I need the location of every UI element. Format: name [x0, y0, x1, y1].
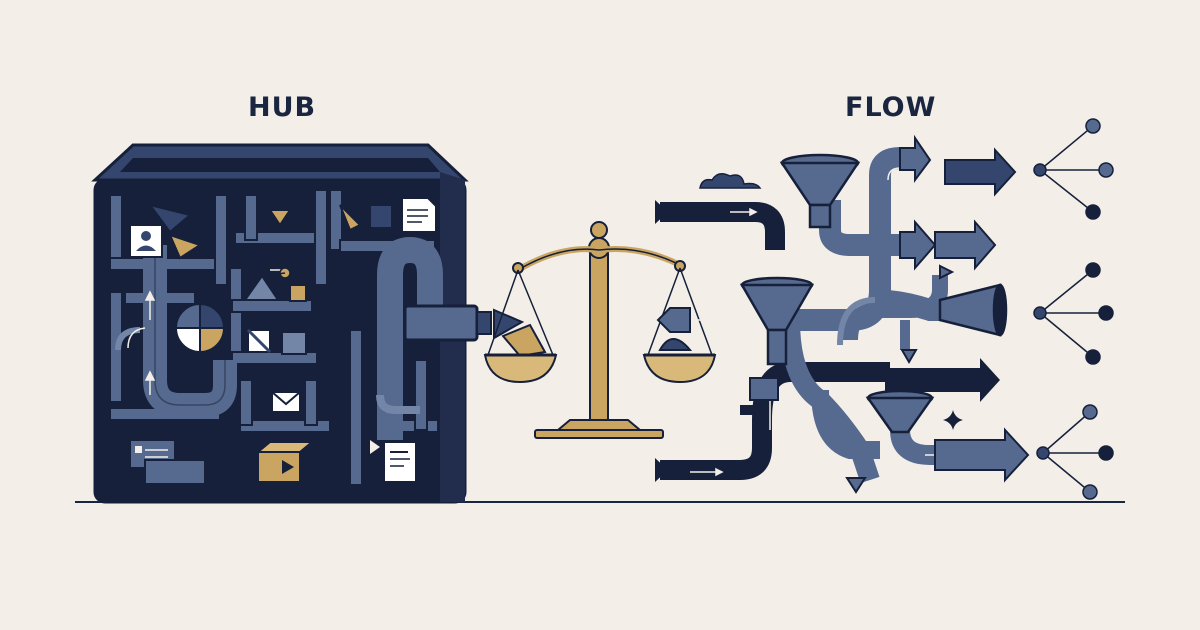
cloud-icon — [699, 173, 762, 189]
document-icon — [383, 441, 417, 483]
pie-chart-icon — [174, 302, 226, 354]
arrow-right-icon — [899, 219, 937, 271]
arrow-right-icon — [934, 219, 997, 271]
user-card-icon — [129, 224, 163, 258]
flow-title: FLOW — [845, 92, 937, 123]
node-network-icon — [1033, 118, 1114, 220]
arrow-right-icon — [934, 427, 1030, 483]
funnel-icon — [865, 389, 935, 434]
arrow-right-icon — [944, 147, 1017, 197]
document-icon — [401, 197, 437, 233]
sparkle-icon — [943, 410, 963, 430]
envelope-icon — [271, 391, 301, 413]
hub-title: HUB — [248, 92, 317, 123]
node-network-icon — [1036, 404, 1114, 500]
balance-scale-icon — [483, 221, 717, 439]
funnel-icon — [739, 276, 815, 366]
node-network-icon — [1033, 262, 1114, 365]
video-play-icon — [255, 441, 315, 483]
funnel-icon — [779, 153, 861, 229]
box-maze-icon — [91, 143, 492, 504]
